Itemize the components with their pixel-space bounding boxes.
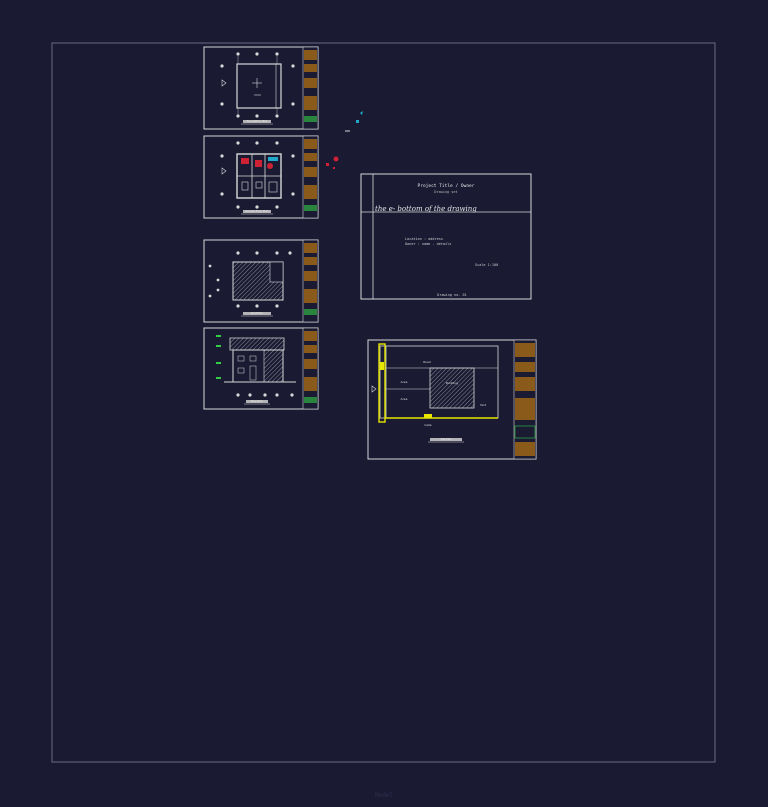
cover-handwritten-note: the e- bottom of the drawing xyxy=(375,205,477,213)
site-label-building: Building xyxy=(446,381,458,385)
site-label-area-2: Area xyxy=(401,397,408,401)
drawing-sheet-2[interactable] xyxy=(203,135,319,219)
sheet-1-caption: Foundation Plan xyxy=(247,119,268,123)
site-label-area-1: Area xyxy=(401,380,408,384)
cover-subheading: Drawing set xyxy=(434,190,457,194)
cover-info-line-1: Location : address xyxy=(405,237,443,241)
cover-sheet[interactable]: Project Title / Owner Drawing set the e-… xyxy=(360,173,532,300)
cover-info-line-2: Owner : name - details xyxy=(405,242,451,246)
drawing-sheet-1[interactable] xyxy=(203,46,319,130)
site-plan-sheet[interactable]: Road Area Area Building Yard Gate xyxy=(367,339,537,460)
sheet-5-caption: Site Plan xyxy=(440,437,452,441)
sheet-2-caption: Ground Floor Plan xyxy=(245,209,269,213)
cover-heading: Project Title / Owner xyxy=(418,183,475,189)
drawing-border xyxy=(51,42,716,763)
drawing-sheet-3[interactable] xyxy=(203,239,319,323)
cover-footer: Drawing no. 01 xyxy=(437,293,467,297)
stray-markers xyxy=(326,111,363,169)
site-label-gate: Gate xyxy=(424,423,431,427)
site-label-yard: Yard xyxy=(480,403,486,407)
sheet-3-caption: Roof Plan xyxy=(251,311,263,315)
drawing-sheet-4[interactable] xyxy=(203,327,319,410)
site-label-road: Road xyxy=(423,360,431,364)
sheet-4-caption: Elevation xyxy=(251,399,263,403)
cover-note: Scale 1:100 xyxy=(475,263,498,267)
status-indicator: Model xyxy=(374,792,394,799)
